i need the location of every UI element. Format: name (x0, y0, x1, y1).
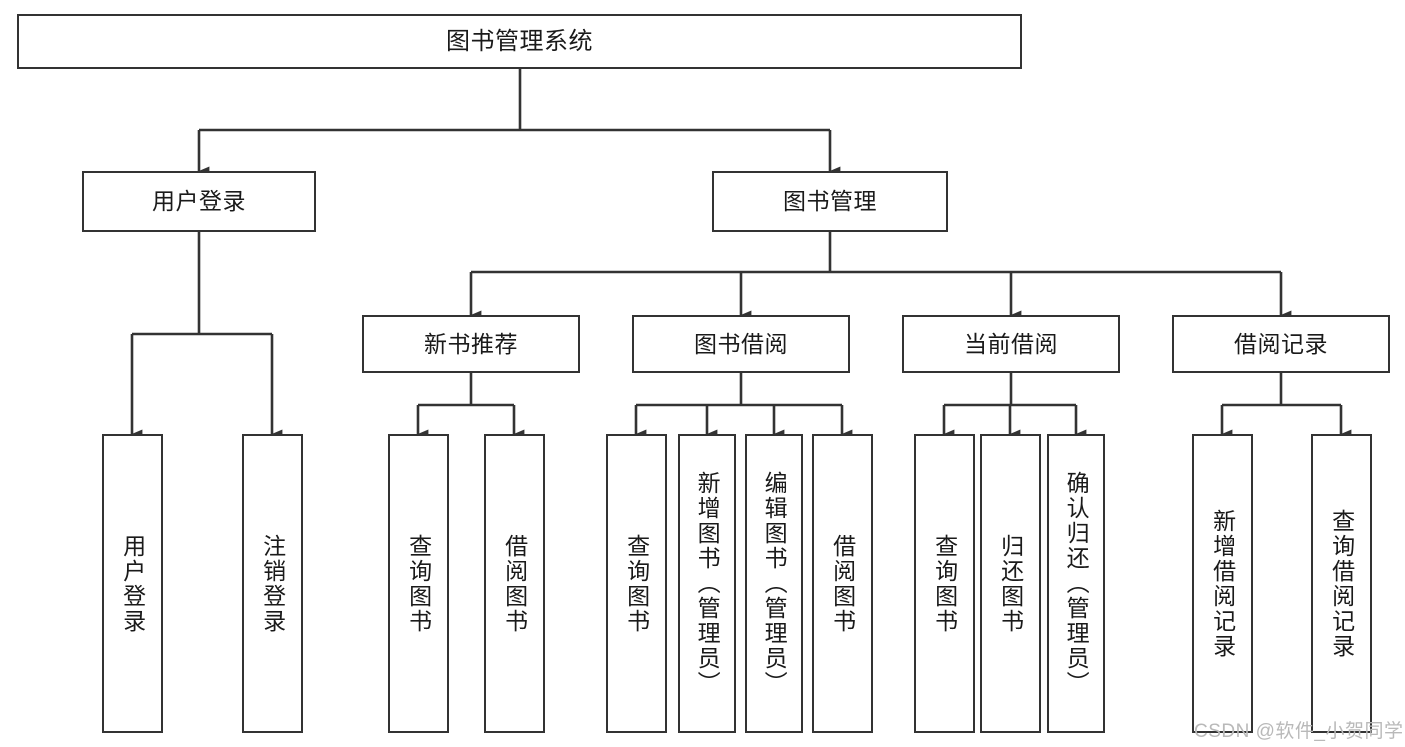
node-label: 确认归还（管理员） (1063, 471, 1090, 696)
node-label: 编辑图书（管理员） (761, 471, 788, 696)
node-label: 图书管理系统 (446, 27, 593, 55)
node-label: 查询图书 (931, 533, 958, 634)
node-book-management[interactable]: 图书管理 (712, 171, 948, 232)
node-leaf-query-book-recommend[interactable]: 查询图书 (388, 434, 449, 733)
node-label: 借阅图书 (501, 533, 528, 634)
node-leaf-add-book-admin[interactable]: 新增图书（管理员） (678, 434, 736, 733)
node-root-book-management-system[interactable]: 图书管理系统 (17, 14, 1022, 69)
node-label: 图书借阅 (694, 330, 788, 357)
node-label: 注销登录 (259, 533, 286, 634)
node-label: 新增借阅记录 (1209, 508, 1236, 659)
csdn-watermark: CSDN @软件_小贺同学 (1194, 721, 1404, 742)
node-label: 借阅记录 (1234, 330, 1328, 357)
node-leaf-user-login[interactable]: 用户登录 (102, 434, 163, 733)
node-label: 查询借阅记录 (1328, 508, 1355, 659)
node-leaf-borrow-book[interactable]: 借阅图书 (812, 434, 873, 733)
node-label: 查询图书 (405, 533, 432, 634)
node-leaf-edit-book-admin[interactable]: 编辑图书（管理员） (745, 434, 803, 733)
node-label: 用户登录 (152, 188, 246, 215)
node-label: 用户登录 (119, 533, 146, 634)
node-current-borrow[interactable]: 当前借阅 (902, 315, 1120, 373)
node-leaf-query-book-borrow[interactable]: 查询图书 (606, 434, 667, 733)
node-book-borrow[interactable]: 图书借阅 (632, 315, 850, 373)
node-label: 查询图书 (623, 533, 650, 634)
node-borrow-record[interactable]: 借阅记录 (1172, 315, 1390, 373)
node-label: 新增图书（管理员） (694, 471, 721, 696)
node-leaf-return-book[interactable]: 归还图书 (980, 434, 1041, 733)
node-new-book-recommend[interactable]: 新书推荐 (362, 315, 580, 373)
edges-group (130, 69, 1352, 439)
node-label: 图书管理 (783, 188, 877, 215)
node-leaf-confirm-return-admin[interactable]: 确认归还（管理员） (1047, 434, 1105, 733)
node-label: 当前借阅 (964, 330, 1058, 357)
node-leaf-logout-login[interactable]: 注销登录 (242, 434, 303, 733)
node-label: 借阅图书 (829, 533, 856, 634)
node-leaf-borrow-book-recommend[interactable]: 借阅图书 (484, 434, 545, 733)
node-leaf-query-book-current[interactable]: 查询图书 (914, 434, 975, 733)
node-label: 新书推荐 (424, 330, 518, 357)
node-label: 归还图书 (997, 533, 1024, 634)
node-leaf-add-borrow-record[interactable]: 新增借阅记录 (1192, 434, 1253, 733)
node-user-login[interactable]: 用户登录 (82, 171, 316, 232)
node-leaf-query-borrow-record[interactable]: 查询借阅记录 (1311, 434, 1372, 733)
